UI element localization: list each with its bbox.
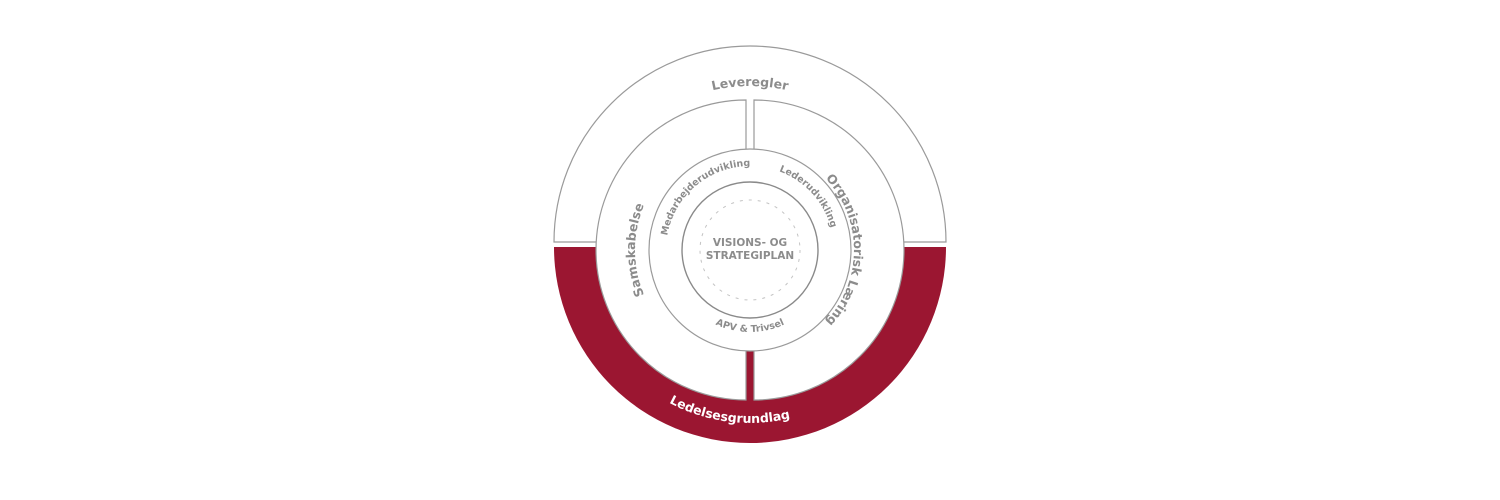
core-label-line1: VISIONS- OG <box>713 237 787 249</box>
core-label-line2: STRATEGIPLAN <box>706 250 794 262</box>
core-circle <box>681 181 819 319</box>
core-dashed-circle <box>699 199 801 301</box>
leveregler-label: Leveregler <box>710 74 791 93</box>
leveregler-label-text: Leveregler <box>710 74 791 93</box>
